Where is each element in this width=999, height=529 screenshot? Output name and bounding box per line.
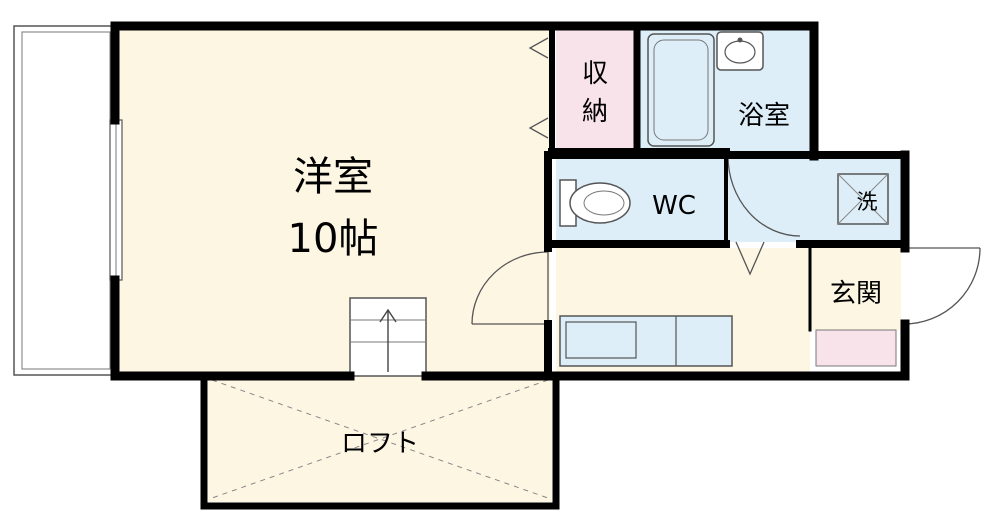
- loft-floor: [208, 376, 552, 502]
- storage-label-line2: 納: [582, 97, 608, 127]
- balcony: [13, 25, 116, 376]
- bath-label: 浴室: [738, 101, 790, 131]
- storage-label-line1: 収: [582, 59, 608, 89]
- washer-pan: [837, 173, 889, 225]
- western-room-size: 10帖: [288, 216, 379, 262]
- kitchen-counter: [559, 315, 733, 367]
- loft-label: ロフト: [341, 429, 419, 459]
- bathtub: [647, 33, 715, 147]
- window: [109, 119, 123, 281]
- shoe-box: [815, 329, 897, 367]
- toilet-label: WC: [652, 191, 696, 221]
- entrance-floor: [810, 248, 901, 330]
- door-swings: [471, 37, 981, 325]
- storage-floor: [556, 26, 634, 152]
- western-room-label: 洋室: [293, 154, 373, 200]
- western-room-floor: [115, 26, 550, 376]
- washer-label: 洗: [857, 190, 878, 214]
- walls: [110, 21, 910, 510]
- bath-sink: [716, 31, 764, 71]
- loft-ladder: [349, 297, 427, 377]
- toilet-fixture: [559, 179, 631, 227]
- entrance-label: 玄関: [830, 279, 882, 309]
